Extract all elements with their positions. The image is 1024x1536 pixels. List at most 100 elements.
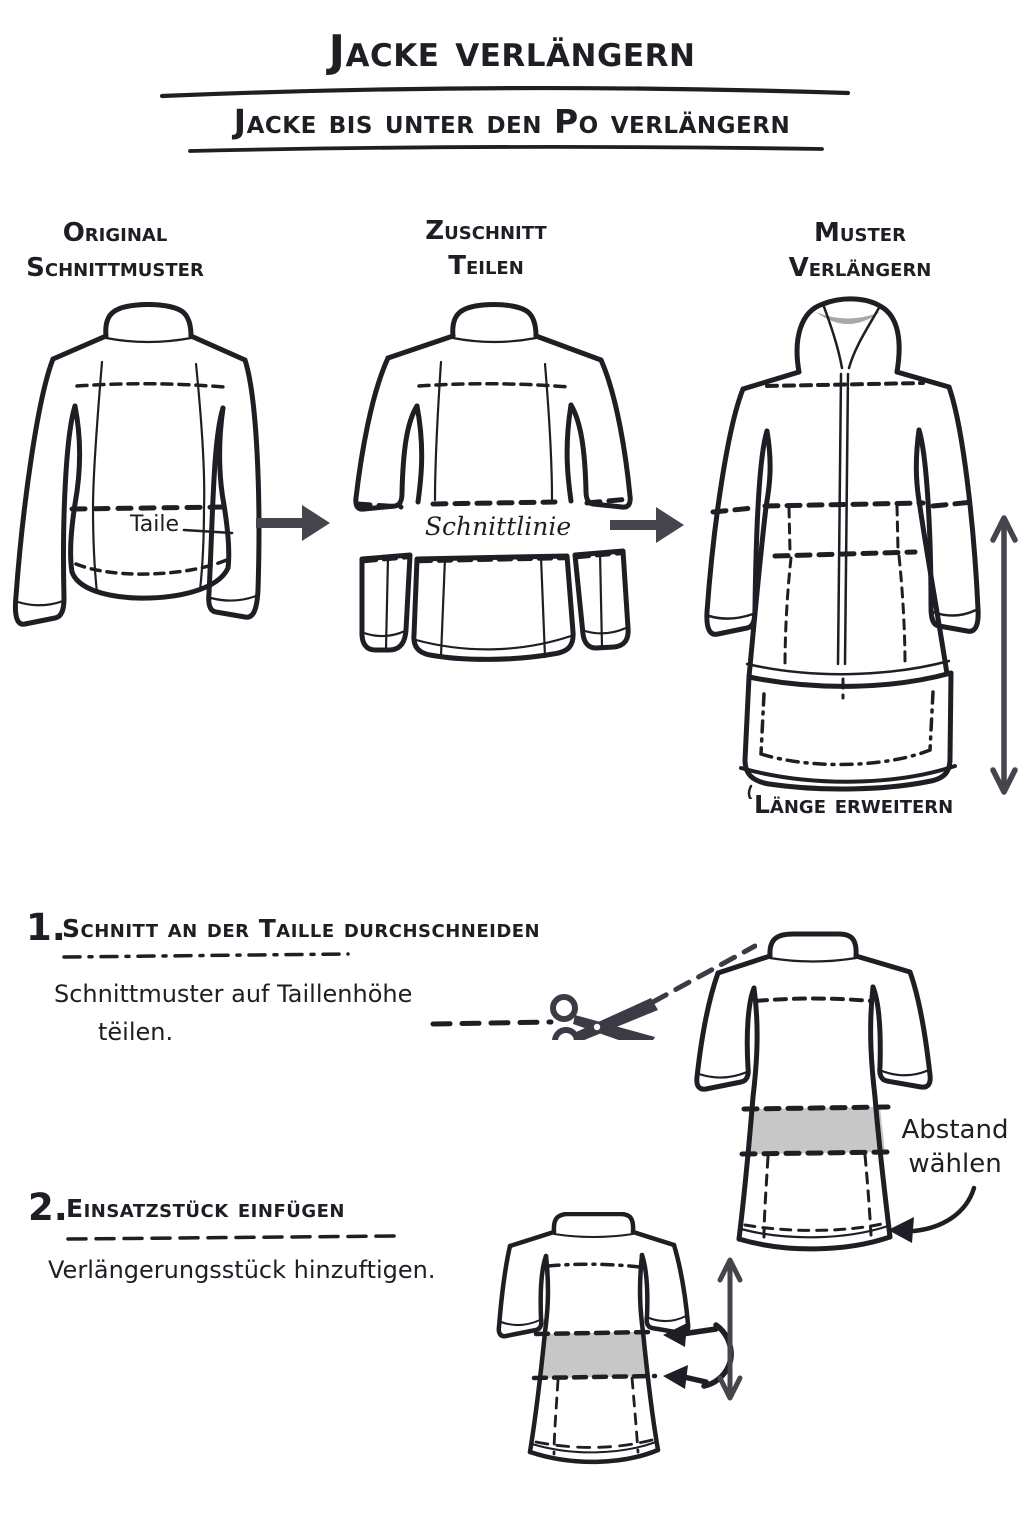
jacket-collar — [794, 296, 902, 375]
step1-heading: Schnitt an der Taille durchschneiden — [62, 914, 541, 943]
cut-piece-left — [359, 552, 413, 653]
step1-body-line2: tëilen. — [98, 1018, 174, 1046]
hem-dashed-line — [74, 557, 231, 576]
band-top-dashed — [741, 1104, 891, 1112]
jacket-collar — [450, 302, 539, 339]
page-title: Jacke verlängern — [328, 26, 696, 77]
jacket-sleeve-right — [870, 969, 933, 1090]
scissors-icon — [430, 943, 757, 1040]
jacket-collar — [551, 1212, 636, 1235]
insert-band — [747, 1107, 885, 1154]
cut-dashed-line-diagonal — [650, 943, 757, 1005]
yoke-dashed-line — [754, 996, 873, 1003]
cut-piece-center — [411, 553, 576, 662]
extension-piece-outline — [742, 670, 954, 792]
collar-base-seam — [768, 956, 858, 963]
jacket-hem — [69, 565, 231, 601]
cuff-seam — [16, 594, 258, 607]
distance-label-line: Abstand — [901, 1115, 1009, 1145]
column-header-line: Schnittmuster — [26, 253, 204, 283]
collar-base-seam — [553, 1233, 634, 1238]
waist-label: Taile — [130, 512, 180, 537]
jacket-shoulder — [715, 953, 913, 976]
jacket-collar — [103, 302, 194, 339]
jacket-sleeve-left — [353, 355, 420, 512]
jacket-step2-illustration — [496, 1212, 691, 1465]
hem-dashed-line — [534, 1438, 654, 1449]
jacket-body — [736, 984, 893, 1242]
column-header-muster: Muster Verlängern — [735, 216, 985, 286]
collar-base-seam — [451, 336, 538, 344]
scissors-loop — [550, 994, 578, 1022]
piece-hem-inner — [414, 634, 573, 651]
arrow-vertical-icon — [717, 1257, 743, 1401]
collar-shade — [816, 312, 880, 324]
waist-leader-line — [182, 528, 234, 535]
step-number: 2. — [28, 1186, 68, 1229]
jacket-sleeve-left — [704, 386, 770, 637]
seam-dashed-vertical — [762, 1153, 873, 1239]
column-header-zuschnitt: Zuschnitt Teilen — [361, 214, 611, 284]
scissors-pivot — [593, 1023, 601, 1031]
jacket-original-illustration — [12, 302, 262, 627]
step1-body-line1: Schnittmuster auf Taillenhöhe — [54, 980, 413, 1008]
jacket-sleeve-left — [496, 1243, 549, 1339]
title-underline — [159, 85, 851, 99]
insert-band — [538, 1332, 650, 1378]
jacket-step1-illustration — [694, 931, 933, 1252]
band-top-dashed — [533, 1329, 655, 1337]
jacket-sleeve-left — [694, 970, 757, 1092]
jacket-body-top — [414, 402, 574, 505]
cut-line-label: Schnittlinie — [424, 512, 572, 541]
yoke-dashed-line — [417, 381, 571, 389]
arrow-curved-icon — [888, 1185, 977, 1243]
collar-base-seam — [104, 336, 193, 344]
distance-label: Abstand wählen — [880, 1113, 1024, 1181]
seam-dashed-vertical — [552, 1376, 640, 1456]
waist2-dashed-line — [772, 549, 918, 559]
column-header-original: Original Schnittmuster — [0, 216, 230, 286]
jacket-sleeve-right — [206, 357, 262, 620]
cuff-seam — [707, 608, 978, 620]
subtitle-underline — [188, 145, 824, 153]
jacket-shoulder — [507, 1229, 677, 1249]
waist-dashed-line — [69, 504, 229, 512]
extension-dashdot-border — [759, 690, 935, 767]
seam-dashed-vertical — [783, 504, 907, 700]
extend-length-label: Länge erweitern — [754, 790, 954, 819]
jacket-collar — [767, 931, 859, 959]
cut-edge-bottom-dashed — [361, 550, 624, 564]
cuff-seam — [500, 1315, 687, 1326]
arrow-right-icon — [610, 507, 684, 543]
chest-dashed-line — [765, 381, 925, 388]
jacket-sleeve-left — [12, 356, 78, 627]
princess-seam — [91, 360, 206, 595]
extension-hook — [747, 784, 753, 799]
step2-heading: Einsatzstück einfügen — [66, 1194, 345, 1223]
piece-seams — [384, 551, 604, 659]
hem-band-upper — [745, 659, 951, 676]
jacket-sleeve-right — [916, 384, 981, 634]
jacket-body — [746, 427, 950, 680]
yoke-dashed-line — [75, 381, 226, 389]
step1-underline — [62, 952, 350, 959]
cut-piece-right — [572, 548, 631, 651]
cuff-seam — [697, 1068, 931, 1079]
collar-front-opening — [821, 302, 882, 370]
step-number: 1. — [26, 906, 66, 949]
hem-dashed-line — [743, 1221, 888, 1232]
jacket-hem — [527, 1447, 661, 1465]
zipper-line — [836, 372, 850, 666]
jacket-lengthened-illustration — [704, 296, 981, 799]
cut-dashed-line — [430, 1019, 554, 1027]
extension-bottom-curve — [739, 764, 957, 784]
column-header-line: Zuschnitt — [425, 216, 547, 246]
piece-cuff-seams — [362, 626, 628, 638]
arrow-vertical-icon — [990, 515, 1018, 795]
column-header-line: Original — [62, 218, 168, 248]
column-header-line: Verlängern — [788, 253, 932, 283]
column-header-line: Teilen — [448, 251, 524, 281]
step2-body: Verlängerungsstück hinzuftigen. — [48, 1256, 436, 1284]
jacket-cut-illustration — [353, 302, 633, 662]
